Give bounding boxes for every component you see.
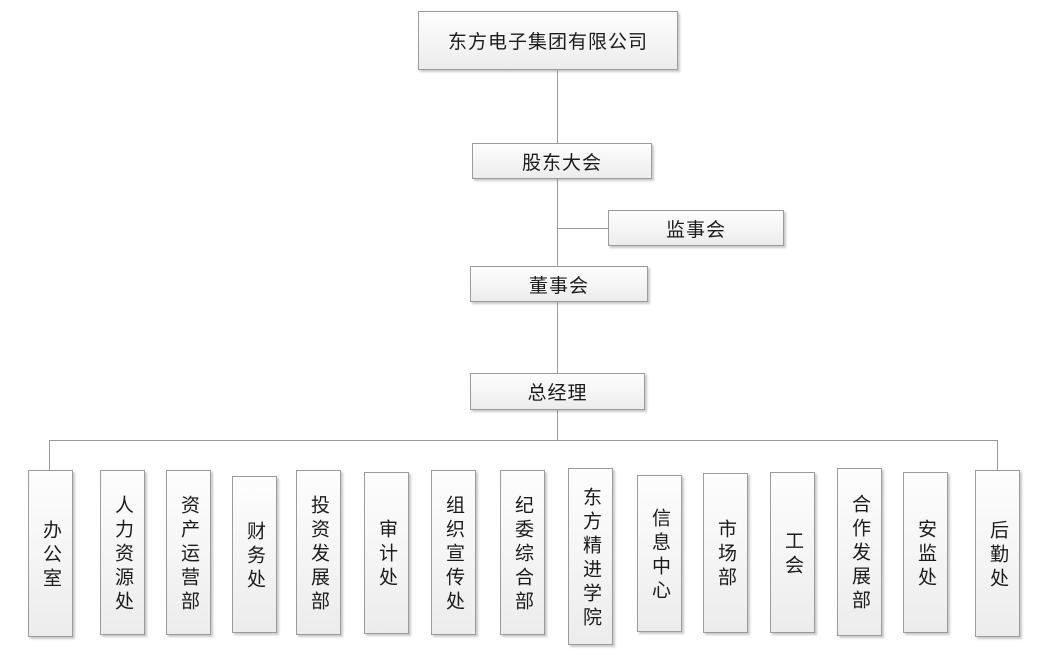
department-label-9: 信息中心 — [649, 507, 670, 604]
node-general-manager[interactable]: 总经理 — [470, 373, 645, 410]
department-label-1: 人力资源处 — [112, 494, 133, 615]
department-bus-line — [49, 440, 998, 441]
connector-company-to-shareholders — [557, 70, 558, 143]
department-box-10[interactable]: 市场部 — [703, 473, 748, 633]
department-box-5[interactable]: 审计处 — [364, 472, 409, 634]
department-label-7: 纪委综合部 — [512, 494, 533, 615]
department-box-0[interactable]: 办公室 — [28, 470, 73, 637]
department-box-3[interactable]: 财务处 — [232, 476, 277, 633]
department-box-6[interactable]: 组织宣传处 — [431, 470, 476, 635]
department-label-10: 市场部 — [715, 519, 736, 591]
department-label-12: 合作发展部 — [849, 494, 870, 614]
department-box-2[interactable]: 资产运营部 — [166, 470, 211, 635]
department-label-8: 东方精进学院 — [580, 486, 601, 631]
department-label-4: 投资发展部 — [308, 494, 329, 615]
connector-trunk-to-supervisors — [557, 228, 608, 229]
connector-directors-to-manager — [557, 302, 558, 373]
department-label-3: 财务处 — [244, 520, 265, 593]
connector-manager-to-bus — [557, 410, 558, 440]
department-box-4[interactable]: 投资发展部 — [296, 470, 341, 635]
department-label-2: 资产运营部 — [178, 494, 199, 615]
department-box-12[interactable]: 合作发展部 — [837, 468, 882, 636]
department-label-14: 后勤处 — [987, 519, 1008, 592]
connector-shareholders-to-directors — [557, 179, 558, 266]
department-box-1[interactable]: 人力资源处 — [100, 470, 145, 635]
department-box-11[interactable]: 工会 — [770, 472, 815, 633]
department-box-9[interactable]: 信息中心 — [637, 475, 682, 632]
connector-bus-to-first-department — [49, 440, 50, 470]
department-label-0: 办公室 — [40, 519, 61, 592]
department-label-6: 组织宣传处 — [443, 494, 464, 615]
node-board-of-directors[interactable]: 董事会 — [470, 266, 648, 302]
department-box-13[interactable]: 安监处 — [903, 472, 948, 633]
connector-bus-to-last-department — [997, 440, 998, 470]
node-board-of-supervisors[interactable]: 监事会 — [608, 210, 784, 246]
department-box-7[interactable]: 纪委综合部 — [500, 470, 545, 635]
department-box-8[interactable]: 东方精进学院 — [568, 468, 613, 645]
node-shareholders-meeting[interactable]: 股东大会 — [472, 143, 652, 179]
department-label-5: 审计处 — [376, 519, 397, 591]
department-label-11: 工会 — [782, 530, 803, 579]
node-company[interactable]: 东方电子集团有限公司 — [418, 11, 678, 70]
department-box-14[interactable]: 后勤处 — [975, 470, 1020, 637]
department-label-13: 安监处 — [915, 518, 936, 591]
